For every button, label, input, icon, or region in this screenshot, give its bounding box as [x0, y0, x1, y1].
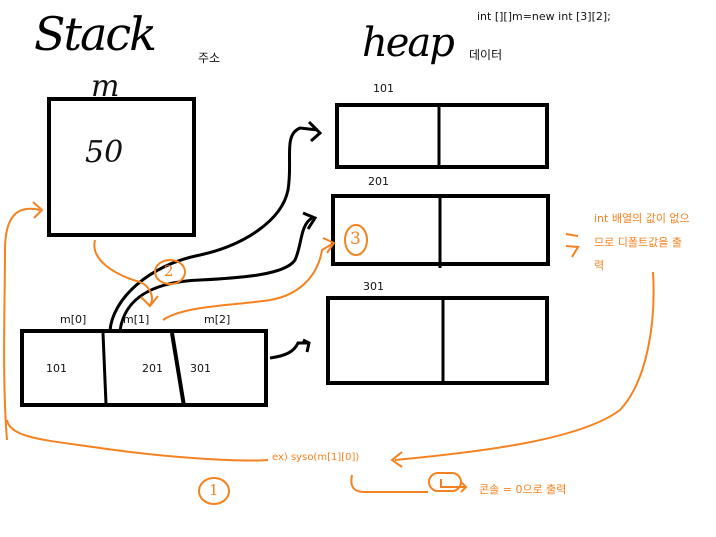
example-line: ex) syso(m[1][0]) [272, 452, 360, 463]
array-divider-1 [101, 332, 108, 405]
array-value-2: 301 [190, 362, 211, 375]
orange-console-shape [428, 472, 462, 492]
code-line: int [][]m=new int [3][2]; [477, 10, 611, 23]
stack-var-box [47, 97, 196, 237]
orange-stack-to-array [93, 239, 153, 306]
console-line: 콘솔 = 0으로 출력 [479, 483, 567, 496]
stack-var-value: 50 [85, 135, 124, 170]
note-line-1: int 배열의 값이 없으 [594, 212, 690, 225]
stack-heading: Stack [34, 7, 157, 61]
array-label-m1: m[1] [123, 313, 150, 326]
orange-example-to-console [350, 474, 428, 493]
array-value-0: 101 [46, 362, 67, 375]
orange-left-loop [3, 207, 41, 441]
note-line-3: 력 [594, 259, 605, 272]
stack-var-name: m [91, 69, 120, 104]
pointer-m0-to-101 [108, 126, 319, 332]
step-1-label: 1 [209, 481, 219, 499]
array-divider-2 [170, 332, 186, 407]
heap-address-301: 301 [363, 280, 384, 293]
orange-left-loop-head [32, 201, 44, 219]
pointer-m2-to-301 [269, 341, 309, 360]
orange-note-to-example [394, 271, 655, 461]
pointer-m0-arrowhead [307, 120, 323, 143]
orange-stack-to-array-head [140, 295, 159, 308]
step-circle-3 [344, 224, 368, 256]
pointer-m2-arrowhead [302, 338, 311, 353]
orange-bottom-line [6, 419, 269, 462]
heap-heading: heap [362, 20, 455, 66]
note-line-2: 므로 디폴트값을 출 [594, 236, 682, 249]
array-value-1: 201 [142, 362, 163, 375]
step-circle-2 [154, 259, 186, 285]
orange-console-arrow [440, 479, 468, 493]
heap-address-101: 101 [373, 82, 394, 95]
address-label: 주소 [198, 51, 221, 65]
array-label-m2: m[2] [204, 313, 231, 326]
data-label: 데이터 [469, 48, 503, 62]
orange-m1-to-heap201 [162, 243, 333, 321]
orange-note-bracket [565, 233, 580, 258]
heap-address-201: 201 [368, 175, 389, 188]
step-3-label: 3 [350, 229, 361, 249]
step-circle-1 [198, 477, 230, 505]
pointer-m1-to-201 [118, 216, 313, 332]
pointer-m1-arrowhead [302, 211, 318, 230]
heap-row-101 [335, 103, 549, 169]
array-label-m0: m[0] [60, 313, 87, 326]
heap-row-301 [326, 296, 549, 385]
array-box [20, 329, 268, 407]
orange-m1-to-heap201-head [322, 237, 336, 254]
step-2-label: 2 [164, 262, 174, 280]
orange-note-to-example-head [390, 451, 403, 468]
